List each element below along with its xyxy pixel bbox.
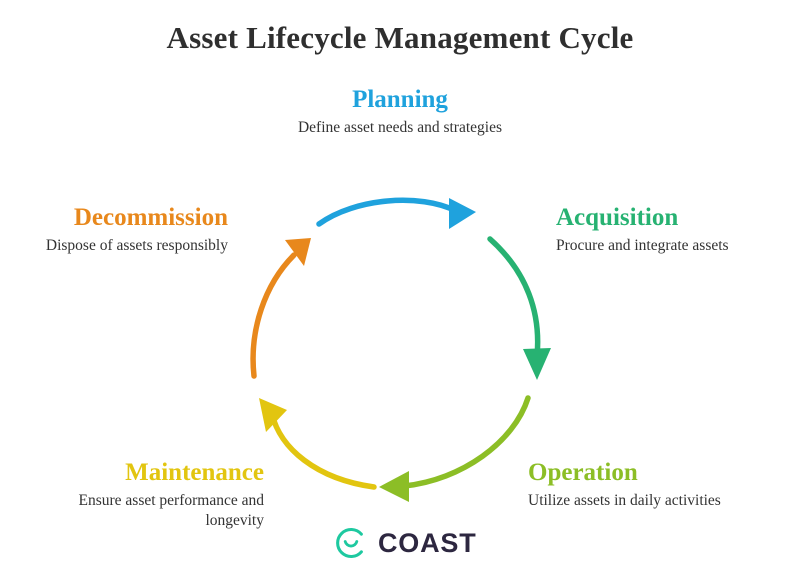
stage-planning-description: Define asset needs and strategies bbox=[297, 118, 502, 136]
stage-operation-title: Operation bbox=[528, 459, 638, 486]
stage-planning[interactable]: Planning Define asset needs and strategi… bbox=[250, 86, 550, 138]
stage-acquisition-title: Acquisition bbox=[556, 204, 679, 231]
coast-wordmark: COAST bbox=[378, 527, 477, 558]
stage-maintenance[interactable]: Maintenance Ensure asset performance and… bbox=[22, 459, 265, 531]
stage-planning-title: Planning bbox=[352, 86, 448, 113]
stage-decommission-description: Dispose of assets responsibly bbox=[45, 236, 228, 254]
stage-maintenance-title: Maintenance bbox=[125, 459, 264, 486]
arrow-operation-to-maintenance bbox=[379, 395, 531, 502]
stage-acquisition-description: Procure and integrate assets bbox=[556, 236, 729, 254]
page-title: Asset Lifecycle Management Cycle bbox=[166, 20, 634, 55]
stage-operation-description: Utilize assets in daily activities bbox=[528, 491, 721, 509]
stage-operation[interactable]: Operation Utilize assets in daily activi… bbox=[528, 459, 778, 511]
arrow-maintenance-to-decommission bbox=[259, 398, 377, 490]
stage-decommission-title: Decommission bbox=[73, 204, 228, 231]
arrow-decommission-to-planning bbox=[250, 238, 311, 379]
coast-circle-smile-icon bbox=[336, 527, 363, 559]
stage-maintenance-description: Ensure asset performance and longevity bbox=[78, 491, 265, 529]
coast-logo: COAST bbox=[333, 525, 477, 561]
arrow-acquisition-to-operation bbox=[487, 236, 551, 380]
stage-decommission[interactable]: Decommission Dispose of assets responsib… bbox=[10, 204, 228, 256]
arrow-planning-to-acquisition bbox=[316, 197, 476, 229]
stage-acquisition[interactable]: Acquisition Procure and integrate assets bbox=[556, 204, 796, 256]
